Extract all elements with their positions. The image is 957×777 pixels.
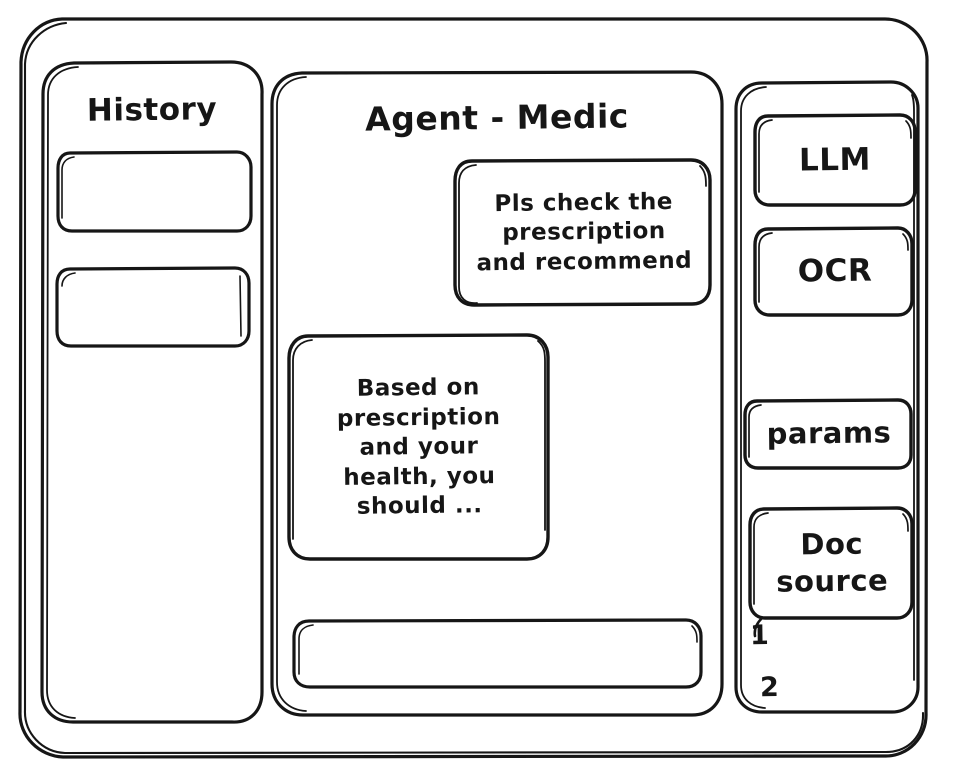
- agent-panel-title: Agent - Medic: [364, 96, 630, 139]
- history-item-2-label: [57, 267, 250, 347]
- doc-source-button-outline: [748, 506, 914, 638]
- history-panel-title: History: [86, 91, 218, 129]
- doc-source-list-item-2[interactable]: 2: [759, 671, 780, 703]
- composer-outline: [292, 618, 703, 689]
- message-composer-value: [306, 618, 690, 690]
- params-button-label: params: [766, 415, 892, 452]
- history-item-1-outline: [56, 150, 253, 233]
- main-panel-outline: [270, 70, 724, 717]
- llm-button-label: LLM: [798, 141, 872, 179]
- history-panel-outline: [40, 60, 264, 724]
- window-frame: [18, 17, 929, 759]
- tools-panel-outline: [734, 80, 920, 714]
- doc-source-button-label: Doc source: [776, 526, 889, 599]
- doc-source-list-item-1[interactable]: 1: [749, 619, 770, 651]
- llm-button-outline: [753, 113, 917, 207]
- params-button-outline: [743, 398, 913, 470]
- history-item-1-label: [58, 151, 252, 232]
- user-bubble-outline: [453, 158, 712, 307]
- ocr-button-outline: [753, 226, 914, 317]
- ocr-button-label: OCR: [797, 252, 873, 290]
- history-item-2-outline: [55, 266, 251, 348]
- assistant-message-text: Based on prescription and your health, y…: [336, 374, 501, 520]
- user-message-text: Pls check the prescription and recommend: [476, 188, 693, 277]
- assistant-bubble-outline: [287, 333, 550, 561]
